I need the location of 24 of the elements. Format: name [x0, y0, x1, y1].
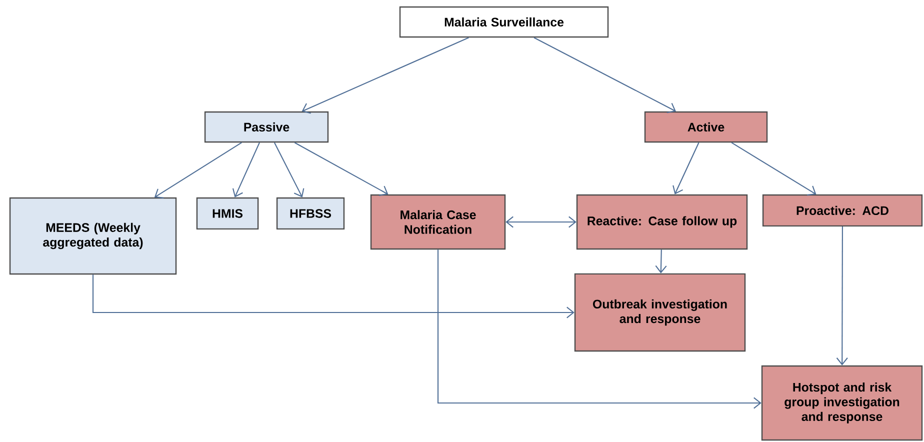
flow-box: MEEDS (Weekly aggregated data) [9, 197, 177, 275]
arrow [836, 226, 848, 366]
arrow [534, 37, 676, 114]
flow-box: Malaria Case Notification [370, 194, 506, 250]
flow-box: Malaria Surveillance [399, 6, 609, 38]
flow-box: Proactive: ACD [762, 194, 923, 227]
arrow [506, 216, 576, 228]
flow-box: Passive [204, 111, 329, 143]
arrow [154, 142, 242, 198]
flow-box: HFBSS [276, 197, 345, 230]
flow-box: Hotspot and risk group investigation and response [761, 365, 923, 441]
arrow [92, 274, 574, 318]
arrow [232, 142, 260, 198]
arrow [302, 37, 469, 114]
arrow [274, 142, 304, 198]
arrow [672, 142, 700, 194]
arrow [655, 250, 667, 274]
flow-box: HMIS [196, 197, 259, 230]
arrow [437, 250, 762, 409]
flow-box: Outbreak investigation and response [574, 273, 746, 352]
arrow [731, 142, 816, 196]
flow-box: Reactive: Case follow up [576, 194, 748, 250]
arrow [294, 142, 388, 196]
flow-box: Active [644, 111, 768, 143]
